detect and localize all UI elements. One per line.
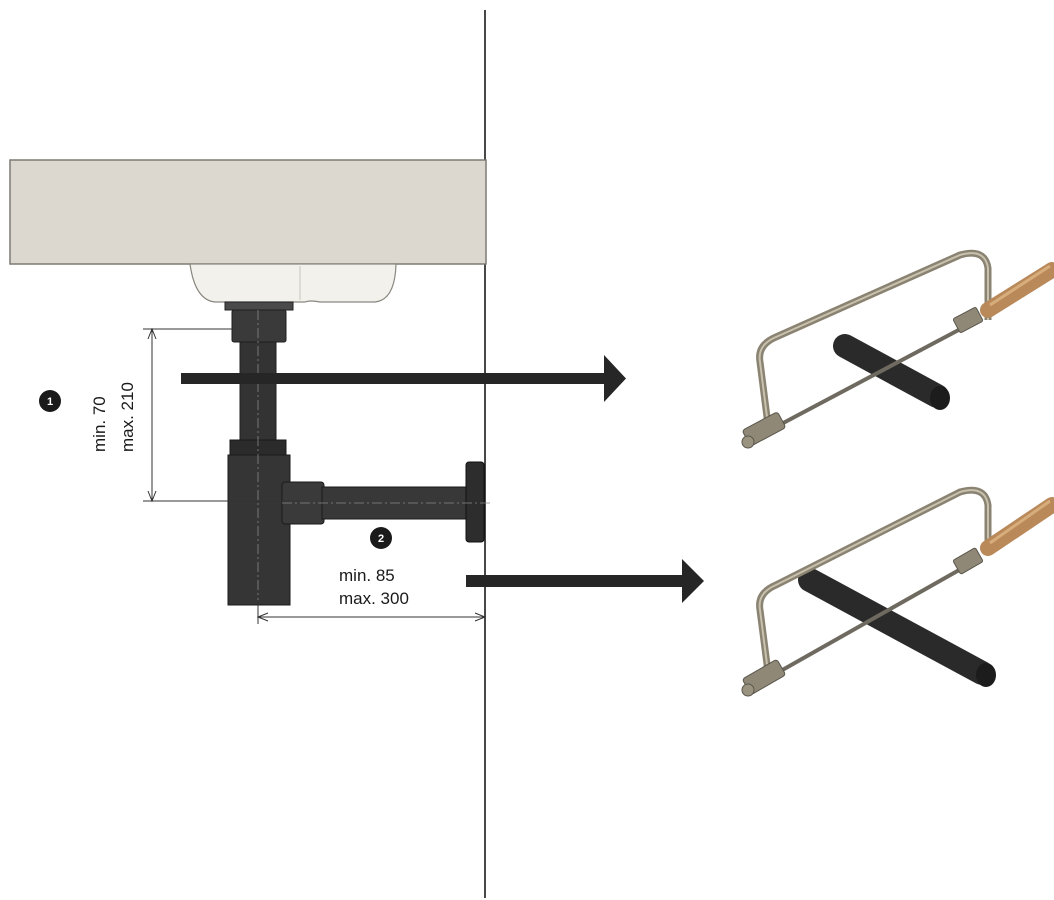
badge-1-label: 1 — [47, 396, 53, 408]
badge-1: 1 — [39, 390, 61, 412]
dimension-1-min-label: min. 70 — [90, 396, 109, 452]
bottle-siphon — [224, 301, 490, 606]
dimension-2 — [256, 605, 487, 624]
hacksaw-lower — [741, 486, 1054, 697]
badge-2-label: 2 — [378, 533, 384, 545]
dimension-2-max-label: max. 300 — [339, 589, 409, 608]
dimension-2-min-label: min. 85 — [339, 566, 395, 585]
dimension-1-max-label: max. 210 — [118, 382, 137, 452]
hacksaw-upper — [741, 249, 1054, 449]
arrow-cut-outlet-pipe — [466, 559, 704, 603]
dimension-1 — [143, 327, 300, 503]
badge-2: 2 — [370, 527, 392, 549]
wash-basin — [9, 159, 487, 303]
arrow-cut-vertical-tube — [181, 355, 626, 402]
